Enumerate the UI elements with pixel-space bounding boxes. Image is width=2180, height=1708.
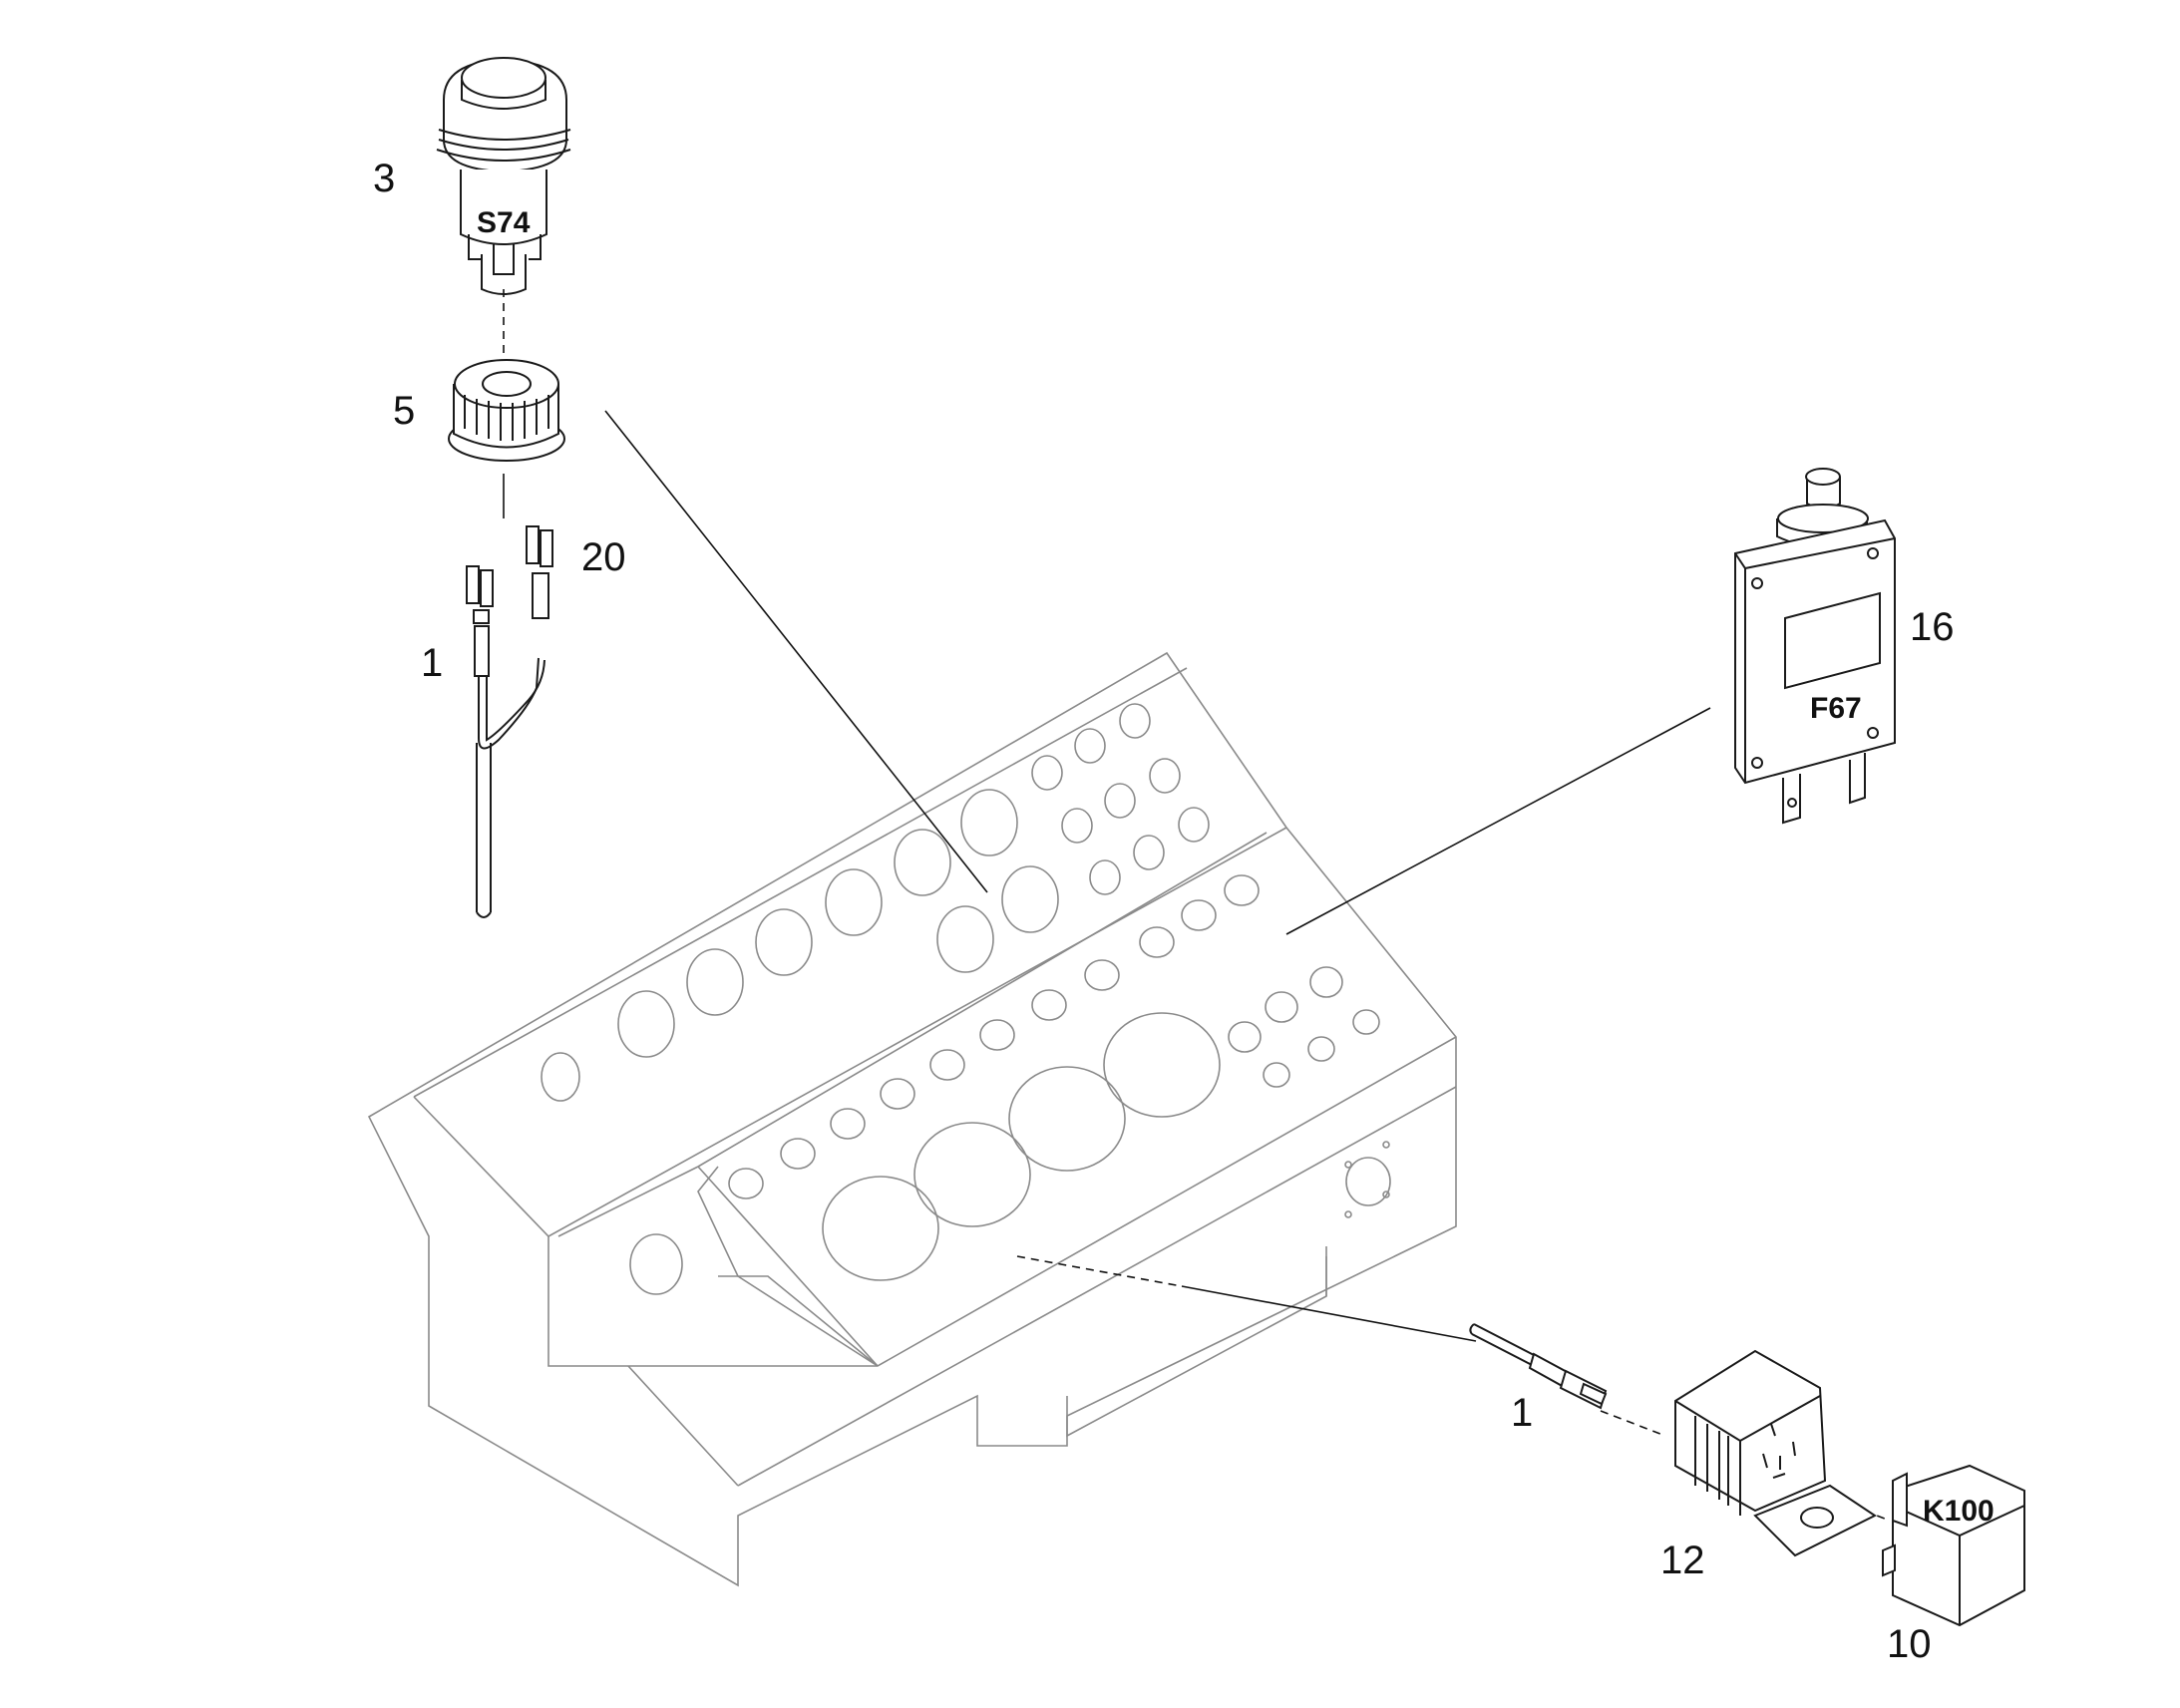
relay-k100: K100: [1882, 1464, 2025, 1627]
relay-socket: [1674, 1349, 1877, 1557]
callout-item-12: 12: [1660, 1538, 1705, 1582]
breaker-code-label: F67: [1810, 692, 1862, 725]
circuit-breaker: F67: [1734, 468, 1896, 825]
callout-item-3: 3: [373, 157, 395, 200]
leader-lines: [503, 289, 1891, 1522]
callout-item-10: 10: [1887, 1622, 1932, 1666]
wire-terminal-bottom: [1469, 1323, 1608, 1410]
callout-item-5: 5: [393, 389, 415, 433]
flat-terminal-connectors: [466, 525, 553, 624]
callout-item-20: 20: [581, 535, 626, 579]
switch-code-label: S74: [477, 206, 531, 239]
callout-item-1-bottom: 1: [1511, 1391, 1533, 1435]
callout-numbers: 3 5 20 1 16 1 12 10: [373, 157, 1955, 1666]
bezel-ring: [448, 359, 565, 462]
console-housing: [367, 651, 1457, 1587]
callout-item-16: 16: [1910, 605, 1955, 649]
callout-item-1-top: 1: [421, 641, 443, 685]
wire-harness-top: [474, 625, 545, 918]
push-button-switch: S74: [436, 57, 571, 295]
console-holes: [541, 703, 1391, 1295]
relay-code-label: K100: [1923, 1495, 1995, 1528]
